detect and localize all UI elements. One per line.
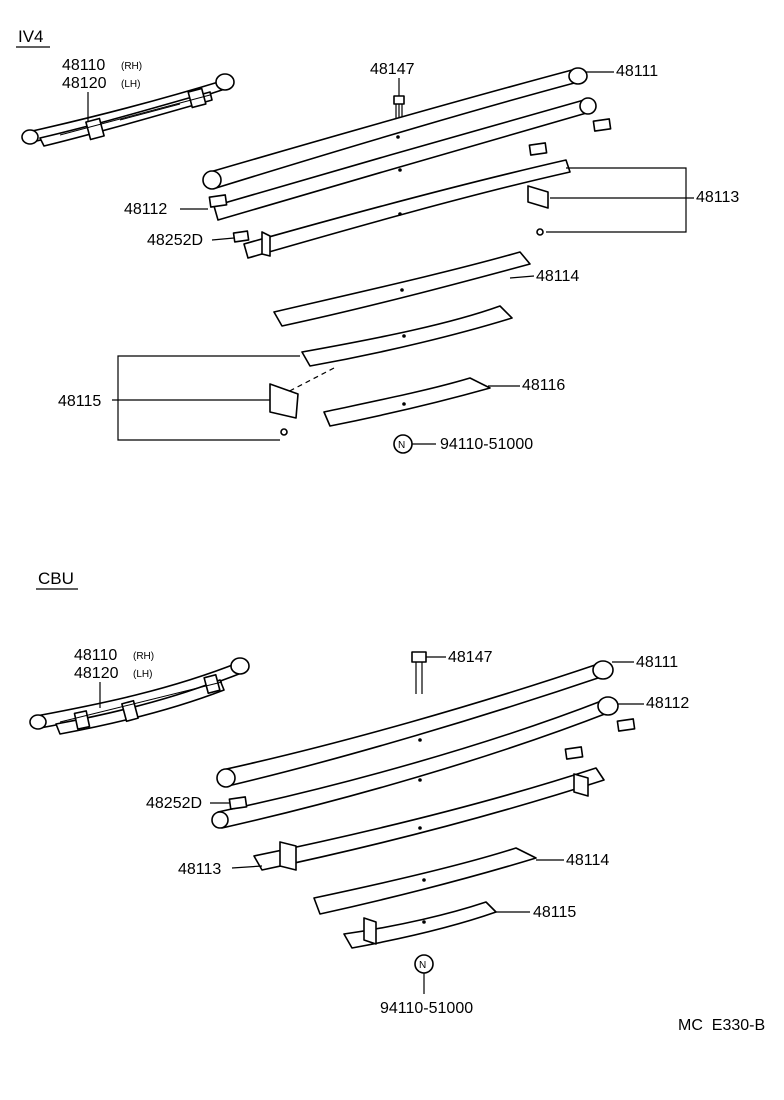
- nut-symbol-iv4: N: [398, 440, 405, 451]
- leader-leaf-4: [509, 275, 535, 279]
- diagram-code: MC E330-B: [678, 1017, 765, 1034]
- section-cbu: CBU 48110 (RH) 48120 (LH) 48147: [29, 569, 689, 1017]
- label-assembly-rh-tag: (RH): [133, 651, 154, 662]
- label-nut: 94110-51000: [380, 1000, 473, 1017]
- label-leaf-3-clip: 48113: [696, 189, 739, 206]
- leaf-2-cbu: [211, 696, 619, 829]
- leaf-1-cbu: [216, 660, 614, 788]
- leaf-4-cbu: [313, 847, 537, 915]
- bracket-leaf-5: [117, 355, 300, 441]
- pad-leaf-2-center: [564, 746, 584, 760]
- liner-piece: [232, 230, 250, 243]
- liner-piece: [228, 796, 248, 810]
- label-leaf-4: 48114: [536, 268, 579, 285]
- label-leaf-1: 48111: [636, 654, 678, 671]
- bracket-leaf-3: [546, 167, 687, 233]
- leader-liner: [211, 237, 235, 241]
- label-assembly-rh: 48110: [62, 57, 105, 74]
- label-leaf-5-clip: 48115: [533, 904, 576, 921]
- label-leaf-4: 48114: [566, 852, 609, 869]
- label-assembly-rh-tag: (RH): [121, 61, 142, 72]
- label-leaf-1: 48111: [616, 63, 658, 80]
- label-assembly-lh: 48120: [62, 75, 107, 92]
- leaf-3-iv4: [243, 159, 571, 259]
- label-liner: 48252D: [146, 795, 202, 812]
- label-leaf-2: 48112: [124, 201, 167, 218]
- pad-leaf-2-right: [616, 718, 636, 732]
- leaf-4-iv4: [273, 251, 531, 327]
- clip-rivet-leaf-5: [280, 428, 288, 436]
- leaf-5-cbu: [343, 901, 497, 949]
- label-liner: 48252D: [147, 232, 203, 249]
- leaf-2-iv4: [213, 97, 597, 221]
- leaf-5-iv4: [269, 305, 513, 419]
- label-leaf-5-clip: 48115: [58, 393, 101, 410]
- label-leaf-6: 48116: [522, 377, 565, 394]
- nut-symbol-cbu: N: [419, 960, 426, 971]
- leaf-1-iv4: [202, 67, 588, 190]
- label-assembly-lh-tag: (LH): [133, 669, 152, 680]
- leaf-6-iv4: [323, 377, 491, 427]
- label-bolt: 48147: [448, 649, 493, 666]
- clip-rivet-iv4: [536, 228, 544, 236]
- label-assembly-lh-tag: (LH): [121, 79, 140, 90]
- leader-leaf-3-clip: [231, 865, 263, 869]
- label-bolt: 48147: [370, 61, 415, 78]
- label-leaf-3-clip: 48113: [178, 861, 221, 878]
- spring-assembly-iv4: [21, 73, 235, 147]
- section-title-iv4: IV4: [18, 27, 44, 46]
- pad-leaf-2-left: [208, 194, 228, 208]
- label-leaf-2: 48112: [646, 695, 689, 712]
- pad-leaf-2-center: [528, 142, 548, 156]
- section-title-cbu: CBU: [38, 569, 74, 588]
- section-iv4: IV4 48110 (RH) 48120 (LH) 48147: [16, 27, 739, 454]
- leaf-3-cbu: [253, 767, 605, 871]
- label-assembly-lh: 48120: [74, 665, 119, 682]
- label-nut: 94110-51000: [440, 436, 533, 453]
- center-bolt-cbu: [411, 651, 427, 694]
- label-assembly-rh: 48110: [74, 647, 117, 664]
- pad-leaf-2-right: [592, 118, 612, 132]
- spring-assembly-cbu: [29, 657, 250, 735]
